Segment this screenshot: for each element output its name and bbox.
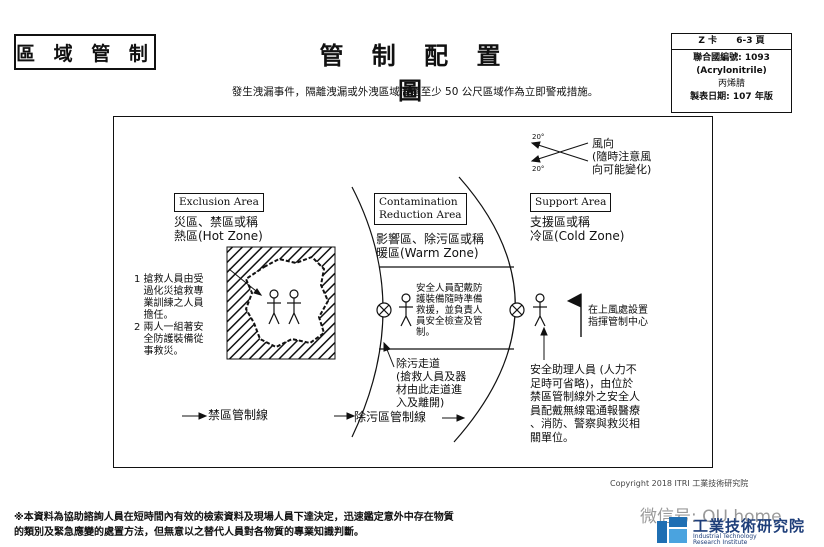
checkpoint-icon — [376, 302, 525, 318]
rescue-note: 1 搶救人員由受 過化災搶救專 業訓練之人員 擔任。 2 兩人一組著安 全防護裝… — [134, 274, 204, 357]
page-subtitle: 發生洩漏事件，隔離洩漏或外洩區域周圍至少 50 公尺區域作為立即警戒措施。 — [231, 86, 599, 98]
exclusion-area-label: Exclusion Area — [174, 193, 264, 212]
card-number: Z 卡 — [698, 36, 718, 46]
itri-logo-en2: Research Institute — [693, 539, 748, 546]
wind-angle-top: 20° — [532, 133, 545, 141]
support-area-label: Support Area — [530, 193, 612, 212]
itri-logo-icon — [657, 517, 687, 543]
chemical-name-en: (Acrylonitrile) — [696, 66, 767, 76]
wind-direction-arrows — [530, 141, 589, 163]
diagram-graphics — [182, 141, 589, 443]
disclaimer-text: ※本資料為協助諮詢人員在短時間內有效的檢索資料及現場人員下達決定，迅速鑑定意外中… — [14, 512, 454, 538]
copyright-text: Copyright 2018 ITRI 工業技術研究院 — [610, 479, 749, 488]
issue-date: 製表日期: 107 年版 — [690, 92, 773, 102]
pointer-arrows — [182, 268, 548, 422]
leak-source-blob — [244, 255, 330, 349]
wind-direction-label: 風向 (隨時注意風 向可能變化) — [592, 137, 652, 176]
chemical-name-cn: 丙烯腈 — [717, 79, 745, 89]
contamination-area-cn: 影響區、除污區或稱 暖區(Warm Zone) — [376, 232, 485, 260]
command-flag-icon — [566, 293, 582, 337]
itri-logo-en1: Industrial Technology — [693, 533, 757, 540]
rescuer-person-icon — [267, 289, 301, 325]
wind-angle-bottom: 20° — [532, 165, 545, 173]
exclusion-area-cn: 災區、禁區或稱 熱區(Hot Zone) — [174, 215, 263, 243]
un-number: 聯合國編號: 1093 — [693, 53, 770, 63]
card-header-row: Z 卡 6-3 頁 — [672, 34, 791, 50]
contamination-area-label: Contamination Reduction Area — [374, 193, 467, 225]
control-layout-diagram: 20° 20° 風向 (隨時注意風 向可能變化) Exclusion Area … — [113, 116, 713, 468]
command-center-note: 在上風處設置 指揮管制中心 — [588, 305, 648, 328]
warm-zone-note: 安全人員配戴防 護裝備隨時準備 救援，並負責人 員安全檢查及管 制。 — [416, 283, 483, 338]
decon-corridor-note: 除污走道 (搶救人員及器 材由此走道進 入及離開) — [396, 357, 467, 409]
support-area-cn: 支援區或稱 冷區(Cold Zone) — [530, 215, 625, 243]
hot-zone-control-line-label: 禁區管制線 — [208, 408, 269, 422]
card-page: 6-3 頁 — [736, 36, 765, 46]
decon-control-line-label: 除污區管制線 — [354, 410, 427, 424]
card-info-box: Z 卡 6-3 頁 聯合國編號: 1093 (Acrylonitrile) 丙烯… — [671, 33, 792, 113]
zone-control-label: 區 域 管 制 — [14, 34, 156, 70]
safety-person-icon — [399, 293, 547, 327]
support-staff-note: 安全助理人員 (人力不 足時可省略)，由位於 禁區管制線外之安全人 員配戴無線電… — [530, 363, 640, 444]
page-title: 管 制 配 置 圖 — [319, 42, 511, 105]
itri-logo: 工業技術研究院 Industrial Technology Research I… — [655, 515, 806, 546]
itri-logo-cn: 工業技術研究院 — [693, 517, 806, 535]
